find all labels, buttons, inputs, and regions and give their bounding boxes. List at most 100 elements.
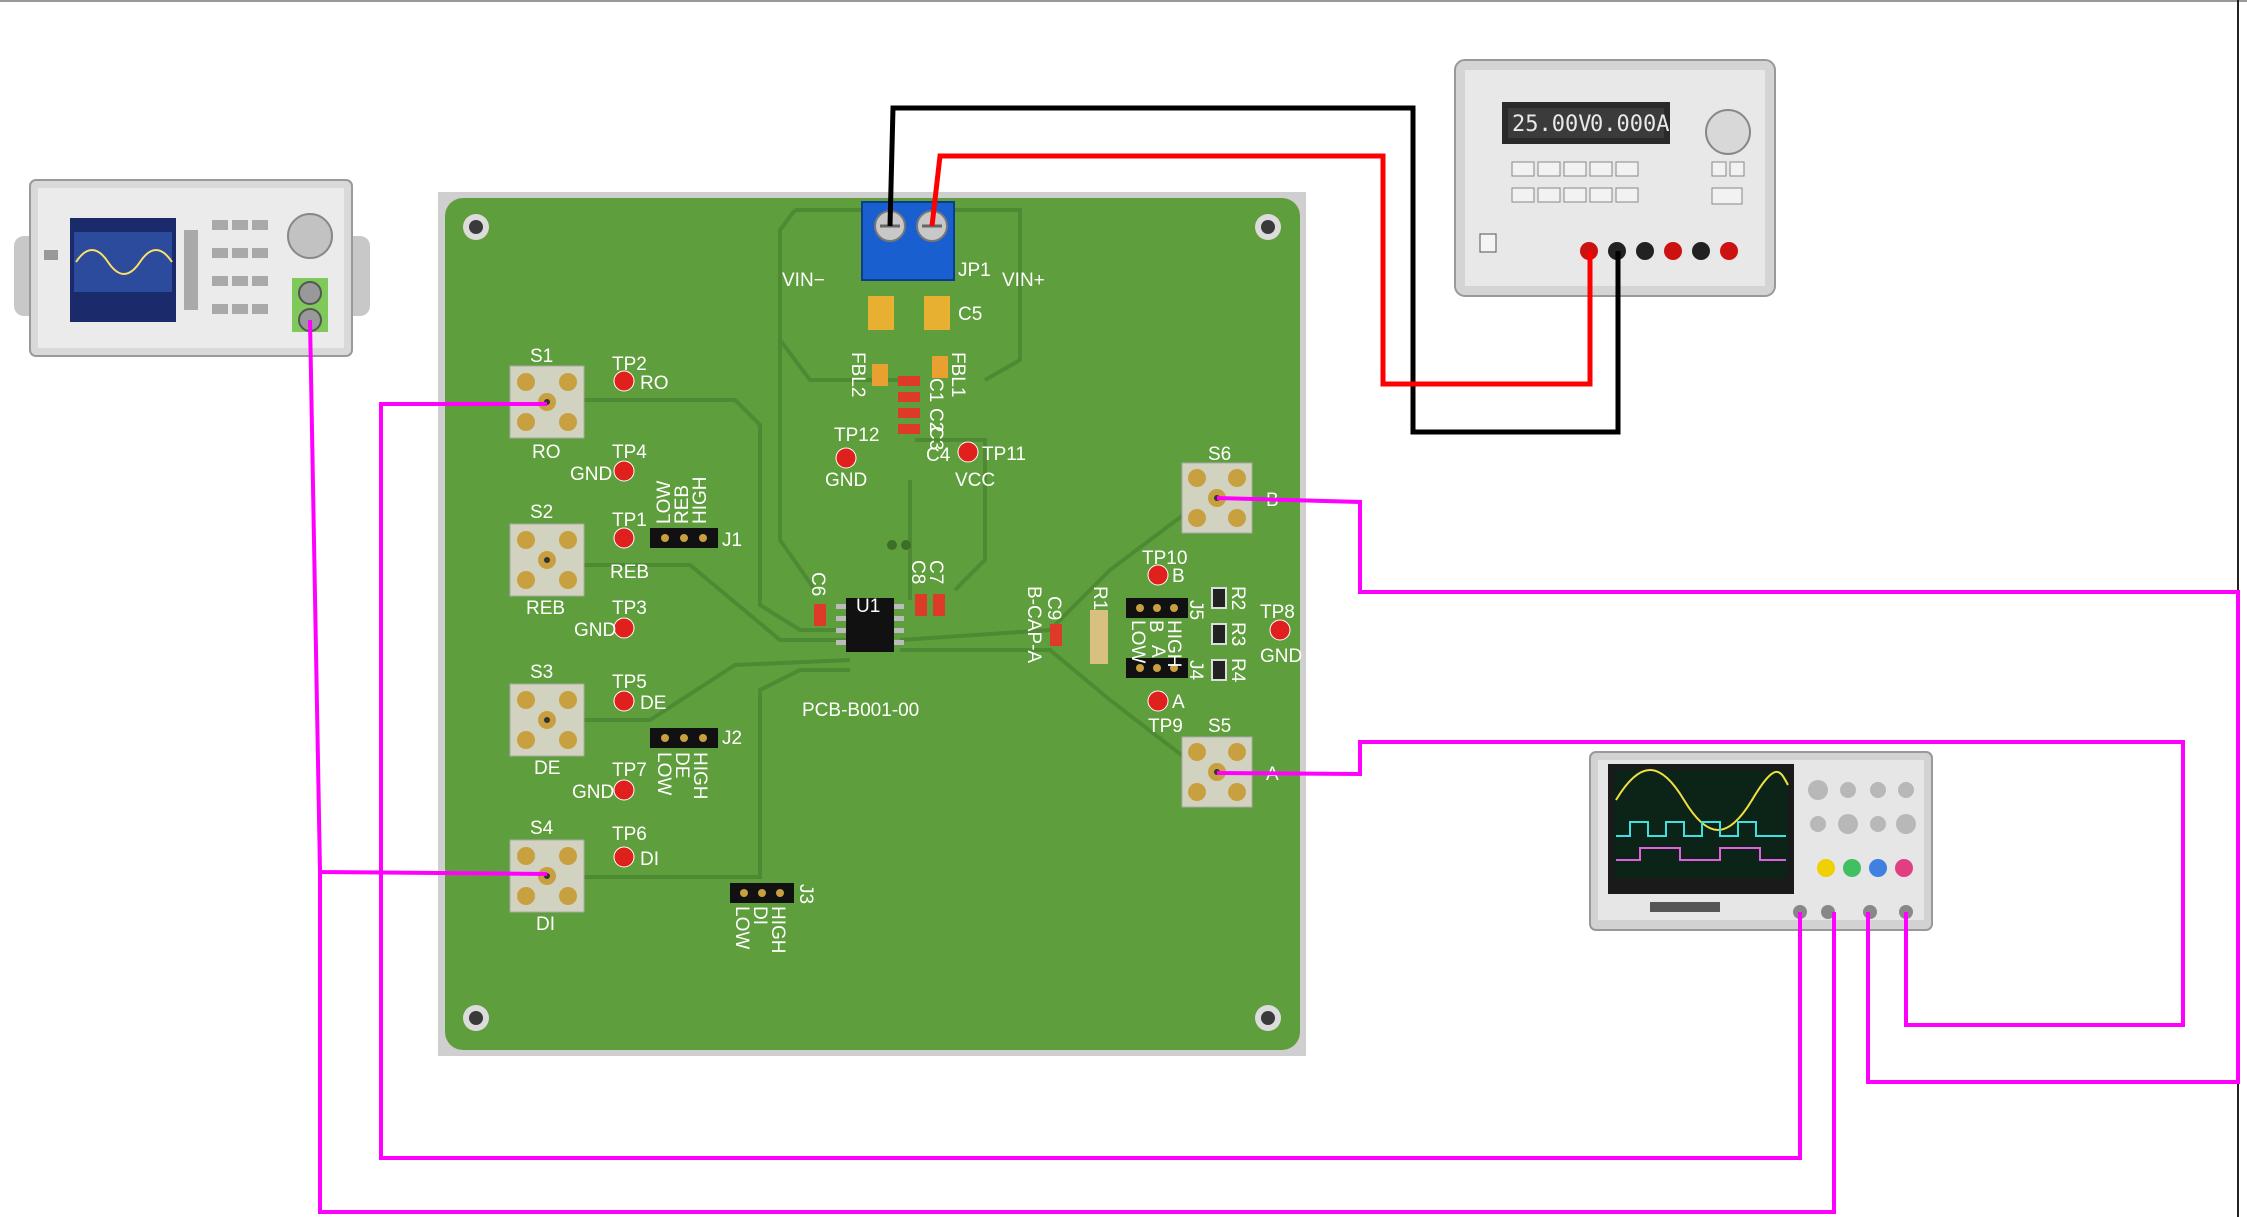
label-s4: S4 bbox=[530, 818, 554, 839]
wire-s1-to-scope bbox=[379, 402, 1802, 1160]
testpoint-tp12 bbox=[835, 447, 857, 469]
dc-power-supply-icon: 25.00V 0.000A bbox=[1454, 59, 1776, 297]
label-c6: C6 bbox=[807, 572, 828, 596]
label-tp5-net: DE bbox=[640, 693, 666, 714]
label-c4: C4 bbox=[926, 445, 951, 466]
label-vcc: VCC bbox=[955, 470, 995, 491]
label-j3: J3 bbox=[795, 884, 816, 904]
testpoint-tp8 bbox=[1269, 619, 1291, 641]
label-c2: C2 bbox=[925, 408, 946, 432]
label-jp1: JP1 bbox=[958, 260, 991, 281]
label-tp7: TP7 bbox=[612, 760, 647, 781]
testpoint-tp3 bbox=[613, 617, 635, 639]
label-tp2: TP2 bbox=[612, 354, 647, 375]
sma-s5 bbox=[1181, 736, 1253, 808]
label-j2: J2 bbox=[722, 728, 742, 749]
sma-s4 bbox=[509, 839, 585, 913]
label-j3-low: LOW bbox=[731, 906, 752, 949]
label-j2-de: DE bbox=[671, 752, 692, 778]
label-tp4-gnd: GND bbox=[570, 464, 612, 485]
wire-fg-to-scope bbox=[318, 872, 1836, 1214]
label-fbl2: FBL2 bbox=[847, 352, 868, 397]
label-j1-low: LOW bbox=[654, 481, 675, 524]
label-j3-di: DI bbox=[749, 906, 770, 925]
label-j4-a: A bbox=[1147, 645, 1168, 658]
label-j3-high: HIGH bbox=[767, 906, 788, 954]
label-tp9: TP9 bbox=[1148, 716, 1183, 737]
label-tp8: TP8 bbox=[1260, 602, 1295, 623]
label-part-number: PCB-B001-00 bbox=[802, 700, 919, 721]
mounting-holes bbox=[463, 214, 1281, 1031]
label-c1: C1 bbox=[925, 378, 946, 402]
testpoint-tp4 bbox=[613, 460, 635, 482]
label-tp12: TP12 bbox=[834, 425, 879, 446]
psu-current-display: 0.000A bbox=[1590, 112, 1669, 137]
label-s2-net: REB bbox=[526, 598, 565, 619]
pcb-board: JP1 VIN− VIN+ C5 FBL2 FBL1 C1 C2 C3 C4 T… bbox=[438, 192, 1306, 1056]
jumper-j2 bbox=[650, 728, 718, 748]
testpoint-tp7 bbox=[613, 779, 635, 801]
testpoint-tp11 bbox=[957, 441, 979, 463]
label-j2-low: LOW bbox=[653, 752, 674, 795]
cap-c5-left bbox=[868, 296, 894, 330]
label-tp7-gnd: GND bbox=[572, 782, 614, 803]
resistor-r1 bbox=[1090, 610, 1108, 664]
label-j1-high: HIGH bbox=[690, 477, 711, 525]
label-s3: S3 bbox=[530, 662, 553, 683]
label-tp1: TP1 bbox=[612, 510, 647, 531]
label-tp1-net: REB bbox=[610, 562, 649, 583]
label-r3: R3 bbox=[1227, 622, 1248, 646]
psu-voltage-display: 25.00V bbox=[1512, 112, 1591, 137]
label-tp3-gnd: GND bbox=[574, 620, 616, 641]
decoupling-caps bbox=[898, 376, 920, 434]
cap-c6 bbox=[814, 604, 826, 626]
wire-psu-negative bbox=[887, 105, 1621, 435]
label-tp12-gnd: GND bbox=[825, 470, 867, 491]
jumper-j1 bbox=[650, 528, 718, 548]
label-s6: S6 bbox=[1208, 444, 1231, 465]
label-s1: S1 bbox=[530, 346, 553, 367]
label-tp2-net: RO bbox=[640, 373, 669, 394]
label-c3: C3 bbox=[925, 426, 946, 450]
label-r2: R2 bbox=[1227, 586, 1248, 610]
label-j2-high: HIGH bbox=[689, 752, 710, 800]
jumper-j4 bbox=[1126, 658, 1188, 678]
label-j5-high: HIGH bbox=[1163, 620, 1184, 668]
oscilloscope-icon bbox=[1589, 751, 1933, 931]
resistor-r2 bbox=[1211, 587, 1227, 609]
label-s1-net: RO bbox=[532, 442, 561, 463]
pcb-traces bbox=[580, 208, 1212, 879]
sma-s2 bbox=[509, 523, 585, 597]
label-vin-minus: VIN− bbox=[782, 270, 825, 291]
label-j5: J5 bbox=[1185, 600, 1206, 620]
testpoint-tp1 bbox=[613, 527, 635, 549]
cap-c5 bbox=[924, 296, 950, 330]
label-tp10-net: B bbox=[1172, 566, 1185, 587]
testpoint-tp9 bbox=[1147, 690, 1169, 712]
label-tp6: TP6 bbox=[612, 824, 647, 845]
wire-psu-positive bbox=[929, 153, 1593, 387]
testpoint-tp5 bbox=[613, 690, 635, 712]
label-r4: R4 bbox=[1227, 658, 1248, 683]
label-s4-net: DI bbox=[536, 914, 555, 935]
wire-s5-to-scope bbox=[1216, 740, 2185, 1027]
label-tp4: TP4 bbox=[612, 442, 647, 463]
label-s5: S5 bbox=[1208, 716, 1231, 737]
label-tp10: TP10 bbox=[1142, 548, 1187, 569]
function-generator-icon bbox=[14, 179, 370, 357]
testpoint-tp10 bbox=[1147, 564, 1169, 586]
jp1-terminal-block bbox=[861, 201, 955, 281]
testpoint-tp6 bbox=[613, 846, 635, 868]
label-c9: C9 bbox=[1043, 596, 1064, 620]
label-j1: J1 bbox=[722, 530, 742, 551]
label-c7: C7 bbox=[925, 560, 946, 584]
label-tp9-net: A bbox=[1172, 692, 1185, 713]
ferrite-fbl2 bbox=[872, 364, 888, 386]
sma-s3 bbox=[509, 683, 585, 757]
label-tp8-gnd: GND bbox=[1260, 646, 1302, 667]
resistor-r4 bbox=[1211, 659, 1227, 681]
label-tp11: TP11 bbox=[982, 444, 1026, 465]
label-j4: J4 bbox=[1185, 660, 1206, 681]
label-tp6-net: DI bbox=[640, 849, 659, 870]
